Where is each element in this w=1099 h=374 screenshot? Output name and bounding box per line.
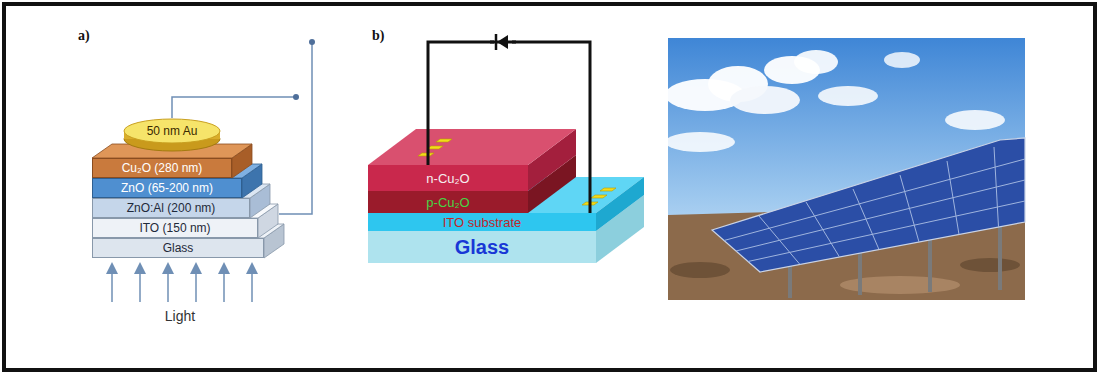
layer-band: ITO (150 nm)	[92, 218, 258, 238]
layer-band: Cu₂O (280 nm)	[92, 158, 232, 178]
solar-panel-photo-part-part	[806, 202, 840, 257]
solar-panel-photo-part	[818, 86, 878, 106]
solar-panel-photo-part	[712, 138, 1025, 272]
layer-label: 50 nm Au	[147, 124, 198, 138]
solar-panel-photo-part	[665, 132, 735, 152]
solar-panel-photo	[665, 38, 1025, 300]
layer-faces-a	[92, 144, 284, 258]
layer-label: Cu₂O (280 nm)	[122, 161, 203, 175]
solar-panel-photo-part	[945, 110, 1005, 130]
solar-panel-photo-part	[670, 262, 730, 278]
solar-panel-photo-part-part	[900, 175, 919, 242]
layer-faces-b-part	[596, 177, 644, 231]
panel-label: a)	[78, 28, 90, 44]
solar-panel-photo-part	[960, 258, 1020, 272]
layer-label: ITO substrate	[443, 215, 522, 230]
solar-panel-photo-part	[724, 147, 1025, 265]
solar-panel-photo-part-part	[853, 189, 879, 250]
solar-panel-photo-part-part	[788, 266, 792, 298]
solar-panel-photo-part-part	[947, 161, 959, 235]
light-label-text: Light	[165, 308, 195, 324]
light-arrow-part	[167, 268, 169, 302]
layer-label: Glass	[163, 241, 194, 255]
contact-pad-part	[591, 195, 607, 198]
light-label: Light	[140, 308, 220, 324]
contact-pad-part	[436, 139, 452, 142]
solar-panel-photo-part-part	[994, 147, 999, 227]
solar-panel-photo-part	[884, 52, 920, 68]
contact-pad-part	[600, 188, 616, 191]
layer-band: Glass	[92, 238, 264, 258]
solar-panel-photo-part	[794, 50, 838, 74]
contact-pad-part	[418, 153, 434, 156]
solar-panel-photo-part-part	[759, 216, 800, 265]
layer-label: ITO (150 nm)	[139, 221, 210, 235]
terminal-dot-part	[293, 94, 299, 100]
layer-faces-b	[368, 129, 644, 263]
layer-band: Glass	[368, 231, 596, 263]
light-arrow-part	[111, 268, 113, 302]
light-arrow-part	[251, 268, 253, 302]
wire-part	[172, 97, 296, 118]
panel-label-text: b)	[372, 28, 384, 43]
layer-label: Glass	[455, 236, 509, 259]
terminal-dot	[293, 39, 315, 100]
panel-label-text: a)	[78, 28, 90, 43]
layer-band: ZnO:Al (200 nm)	[92, 198, 250, 218]
layer-label: p-Cu₂O	[426, 195, 469, 210]
layer-band: p-Cu₂O	[368, 191, 528, 213]
layer-label: ZnO:Al (200 nm)	[127, 201, 216, 215]
layer-label: ZnO (65-200 nm)	[121, 181, 213, 195]
solar-panel-photo-part-part	[998, 226, 1002, 290]
diode-symbol-part	[490, 41, 516, 44]
light-arrow-part	[223, 268, 225, 302]
wire-part	[279, 42, 312, 214]
layer-band: n-Cu₂O	[368, 165, 528, 191]
solar-panel-photo-part-part	[928, 240, 932, 292]
panel-label: b)	[372, 28, 384, 44]
disk-outline-part	[124, 119, 220, 143]
terminal-dot-part	[309, 39, 315, 45]
gold-contact-disk: 50 nm Au	[122, 118, 222, 152]
layer-faces-b-part	[368, 129, 576, 165]
light-arrow	[112, 268, 252, 302]
solar-panel-photo-part	[730, 86, 800, 114]
layer-band: ITO substrate	[368, 213, 596, 231]
light-arrow-part	[195, 268, 197, 302]
solar-panel-photo-part	[668, 38, 1025, 300]
light-arrow-part	[139, 268, 141, 302]
layer-label: n-Cu₂O	[426, 171, 469, 186]
layer-band: ZnO (65-200 nm)	[92, 178, 242, 198]
solar-panel-photo-part-part	[858, 253, 862, 295]
